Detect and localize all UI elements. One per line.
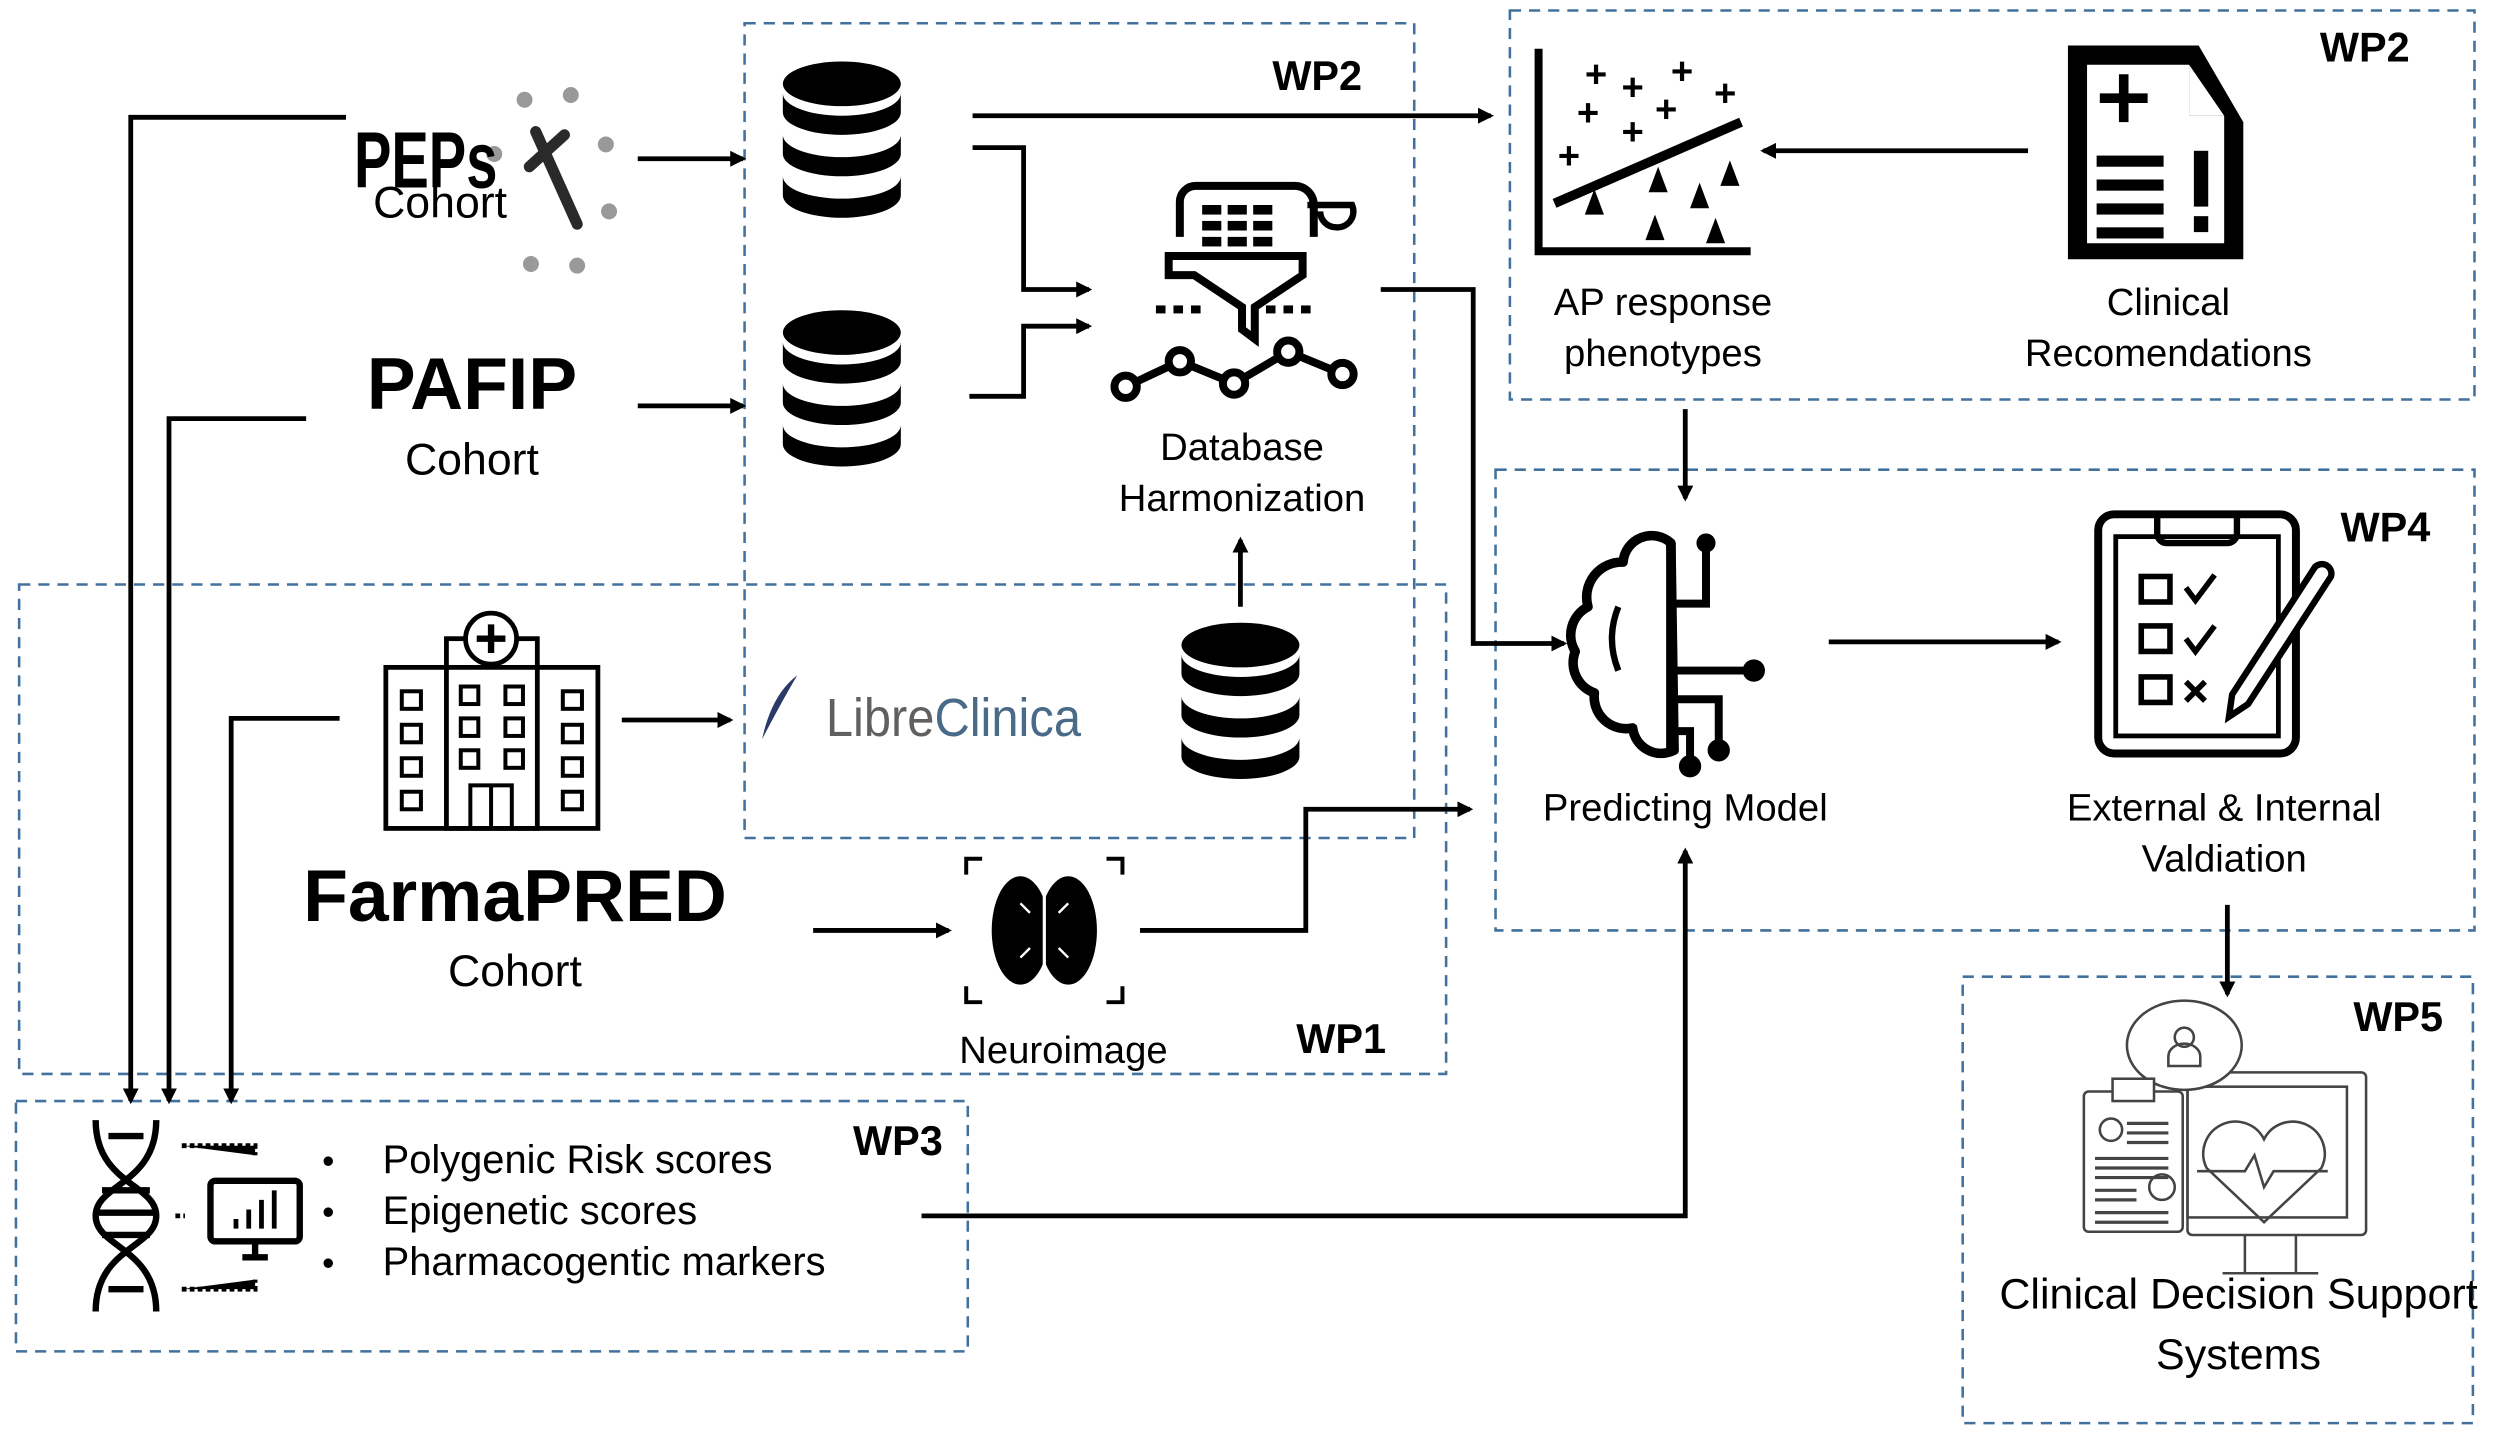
svg-text:LibreClinica: LibreClinica xyxy=(826,688,1082,748)
svg-text:+: + xyxy=(1655,88,1677,131)
medical-document-icon xyxy=(2067,45,2244,260)
validation-label-2: Valdiation xyxy=(2142,837,2307,880)
arrow-harmonization-to-model xyxy=(1380,287,1568,652)
libre-text: Libre xyxy=(826,688,935,748)
svg-text:+: + xyxy=(1621,66,1643,109)
cdss-label-2: Systems xyxy=(2156,1331,2321,1379)
arrow-db1-to-harmonization xyxy=(972,145,1093,298)
harmonization-label-1: Database xyxy=(1160,426,1324,469)
peps-cohort-logo: PEPs Cohort xyxy=(354,87,618,274)
recommendations-label-2: Recomendations xyxy=(2025,332,2312,375)
recommendations-label-1: Clinical xyxy=(2107,281,2230,324)
connectors xyxy=(122,107,2236,1219)
libreclinica-logo: LibreClinica xyxy=(762,675,1082,748)
scatter-plot-icon: +++ +++ ++ xyxy=(1534,48,1751,256)
arrow-db2-to-harmonization xyxy=(969,318,1093,399)
genomics-item-prs: Polygenic Risk scores xyxy=(383,1138,773,1182)
clinica-text: Clinica xyxy=(934,688,1081,748)
peps-subtitle: Cohort xyxy=(373,179,508,228)
pafip-title: PAFIP xyxy=(367,343,578,425)
svg-text:+: + xyxy=(1558,134,1580,177)
cdss-label-1: Clinical Decision Support xyxy=(1999,1270,2477,1318)
wp4-label: WP4 xyxy=(2341,503,2431,550)
genomics-bullet-1: • xyxy=(322,1142,334,1181)
svg-text:+: + xyxy=(1671,50,1693,93)
ai-brain-icon xyxy=(1565,530,1765,778)
arrow-peps-to-genomics xyxy=(122,114,346,1105)
wp2-data-box xyxy=(743,21,1416,840)
hospital-icon xyxy=(383,610,601,831)
neuroimage-label: Neuroimage xyxy=(959,1029,1167,1072)
genomics-bullet-2: • xyxy=(322,1193,334,1232)
svg-text:+: + xyxy=(1585,53,1607,96)
peps-database-icon xyxy=(782,61,901,218)
clinical-decision-support-icon xyxy=(2082,999,2368,1275)
genomics-item-epigenetic: Epigenetic scores xyxy=(383,1189,698,1233)
wp3-label: WP3 xyxy=(853,1117,943,1164)
arrow-farmapred-to-genomics xyxy=(223,716,340,1105)
svg-text:+: + xyxy=(1621,110,1643,153)
svg-text:+: + xyxy=(1714,72,1736,115)
svg-text:+: + xyxy=(1577,91,1599,134)
arrow-neuroimage-to-model xyxy=(1139,801,1474,933)
wp1-box xyxy=(17,583,1448,1076)
pafip-database-icon xyxy=(782,310,901,467)
genomics-list: • • • Polygenic Risk scores Epigenetic s… xyxy=(322,1138,825,1284)
chromosome-icon xyxy=(486,87,618,274)
arrow-pafip-to-genomics xyxy=(161,416,307,1105)
predicting-model-label: Predicting Model xyxy=(1543,786,1828,829)
farmapred-title: FarmaPRED xyxy=(303,855,727,937)
wp3-box xyxy=(14,1099,970,1353)
phenotypes-label-2: phenotypes xyxy=(1564,332,1762,375)
dna-icon xyxy=(92,1120,160,1312)
wp1-label: WP1 xyxy=(1296,1015,1386,1062)
checklist-clipboard-icon xyxy=(2094,510,2335,758)
harmonization-label-2: Harmonization xyxy=(1119,477,1366,520)
harmonization-icon xyxy=(1110,181,1358,402)
arrow-genomics-to-model xyxy=(921,847,1694,1219)
genomics-item-pharmacogenetic: Pharmacogentic markers xyxy=(383,1240,826,1284)
peps-title: PEPs xyxy=(354,115,497,204)
wp2-phenotype-label: WP2 xyxy=(2320,24,2410,71)
wp5-label: WP5 xyxy=(2353,993,2443,1040)
phenotypes-label-1: AP response xyxy=(1554,281,1772,324)
wp2-phenotype-box xyxy=(1508,9,2476,401)
wp4-box xyxy=(1494,468,2476,932)
validation-label-1: External & Internal xyxy=(2067,786,2382,829)
wp5-box xyxy=(1961,975,2475,1425)
analytics-monitor-icon xyxy=(175,1143,303,1292)
libreclinica-database-icon xyxy=(1181,622,1300,779)
brain-scan-icon xyxy=(964,856,1125,1005)
farmapred-subtitle: Cohort xyxy=(448,947,583,996)
wp2-data-label: WP2 xyxy=(1272,52,1362,99)
genomics-bullet-3: • xyxy=(322,1244,334,1283)
pafip-subtitle: Cohort xyxy=(405,435,540,484)
